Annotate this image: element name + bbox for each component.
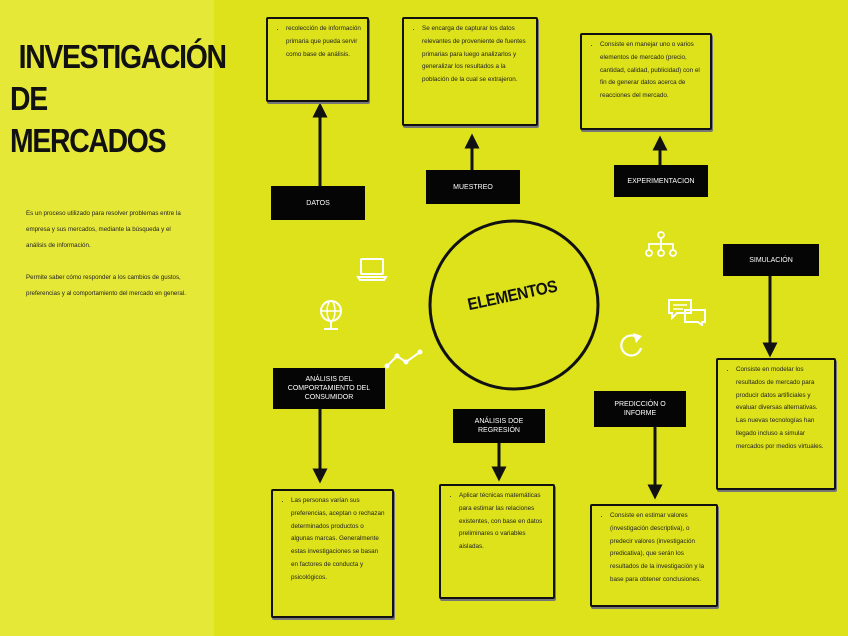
definition-simulacion: Consiste en modelar los resultados de me…: [716, 358, 836, 490]
trend-line-icon: [384, 349, 423, 369]
definition-regresion: Aplicar técnicas matemáticas para estima…: [439, 484, 555, 599]
center-circle: [428, 219, 600, 391]
description-paragraph-2: Permite saber cómo responder a los cambi…: [26, 274, 186, 297]
definition-muestreo-text: Se encarga de capturar los datos relevan…: [422, 23, 530, 87]
label-prediccion: PREDICCIÓN O INFORME: [594, 391, 686, 427]
chat-bubbles-icon: [668, 299, 706, 326]
definition-simulacion-text: Consiste en modelar los resultados de me…: [736, 364, 828, 454]
hierarchy-icon: [645, 231, 677, 257]
laptop-icon: [356, 258, 388, 281]
definition-datos-text: recolección de información primaria que …: [286, 23, 361, 61]
definition-consumidor-text: Las personas varían sus preferencias, ac…: [291, 495, 386, 585]
refresh-icon: [620, 333, 643, 357]
description-paragraph-1: Es un proceso utilizado para resolver pr…: [26, 210, 181, 249]
definition-experimentacion-text: Consiste en manejar uno o varios element…: [600, 39, 704, 103]
globe-icon: [320, 300, 342, 330]
definition-muestreo: Se encarga de capturar los datos relevan…: [402, 17, 538, 126]
label-experimentacion: EXPERIMENTACION: [614, 165, 708, 197]
definition-prediccion: Consiste en estimar valores (investigaci…: [590, 504, 718, 607]
title-line-2: DE MERCADOS: [10, 80, 167, 159]
label-simulacion: SIMULACIÓN: [723, 244, 819, 276]
definition-regresion-text: Aplicar técnicas matemáticas para estima…: [459, 490, 547, 554]
sidebar-panel: INVESTIGACIÓN DE MERCADOS Es un proceso …: [0, 0, 227, 636]
definition-experimentacion: Consiste en manejar uno o varios element…: [580, 33, 712, 130]
definition-datos: recolección de información primaria que …: [266, 17, 369, 102]
definition-consumidor: Las personas varían sus preferencias, ac…: [271, 489, 394, 618]
label-regresion: ANÁLISIS DOE REGRESIÓN: [453, 409, 545, 443]
label-datos: DATOS: [271, 186, 365, 220]
label-muestreo: MUESTREO: [426, 170, 520, 204]
definition-prediccion-text: Consiste en estimar valores (investigaci…: [610, 510, 710, 587]
label-consumidor: ANÁLISIS DEL COMPORTAMIENTO DEL CONSUMID…: [273, 368, 385, 409]
